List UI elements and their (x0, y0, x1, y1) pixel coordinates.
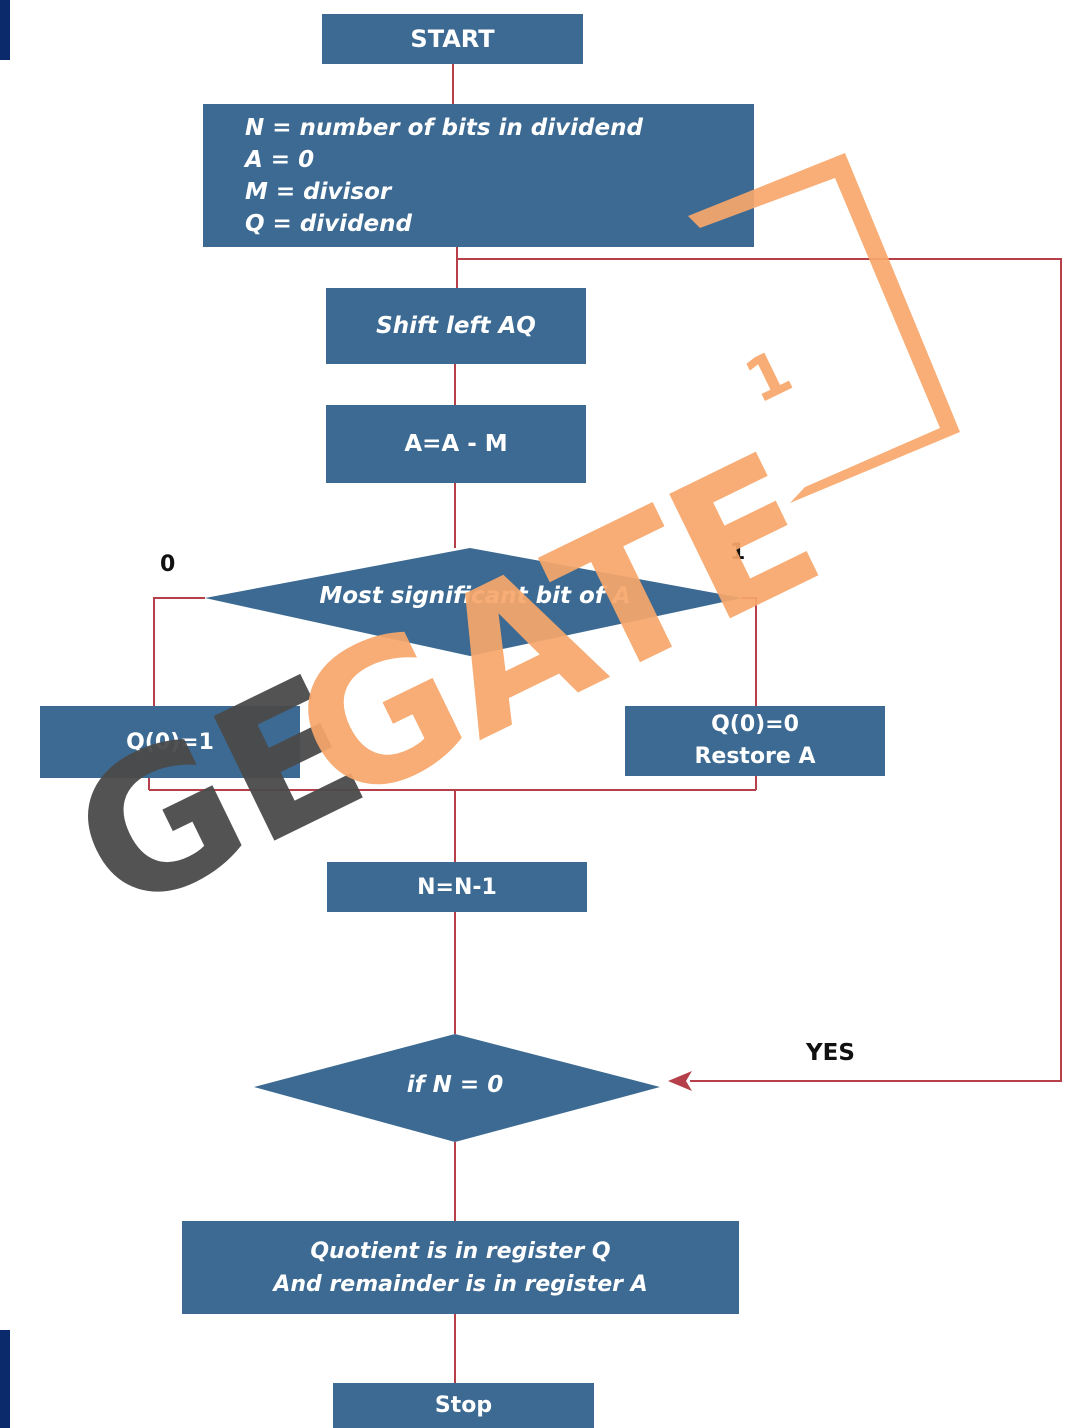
result-remainder-line: And remainder is in register A (273, 1271, 648, 1297)
n-check-diamond (254, 1034, 660, 1142)
connector-zero-branch (153, 597, 205, 706)
loop-arrowhead (668, 1071, 692, 1091)
branch-label-one: 1 (730, 540, 746, 565)
connector-one-branch (742, 597, 757, 706)
msb-decision-diamond (205, 548, 742, 656)
init-node: N = number of bits in dividend A = 0 M =… (203, 104, 754, 247)
n-check-label: if N = 0 (406, 1072, 504, 1098)
shift-node: Shift left AQ (326, 288, 586, 364)
init-line-m: M = divisor (245, 178, 392, 205)
init-line-n: N = number of bits in dividend (245, 114, 643, 141)
left-edge-decoration-bottom (0, 1330, 10, 1428)
branch-label-zero: 0 (160, 552, 176, 577)
set-q0-line: Q(0)=0 (711, 712, 799, 737)
init-line-a: A = 0 (245, 146, 315, 173)
msb-decision-label: Most significant bit of A (319, 583, 631, 609)
start-node: START (322, 14, 583, 64)
set-q0-restore-node: Q(0)=0 Restore A (625, 706, 885, 776)
stop-node: Stop (333, 1383, 594, 1428)
restore-a-line: Restore A (694, 744, 816, 769)
decrement-node: N=N-1 (327, 862, 587, 912)
init-line-q: Q = dividend (245, 210, 412, 237)
result-node: Quotient is in register Q And remainder … (182, 1221, 739, 1314)
result-quotient-line: Quotient is in register Q (310, 1238, 611, 1264)
loop-label-yes: YES (806, 1040, 855, 1066)
subtract-node: A=A - M (326, 405, 586, 483)
set-q1-node: Q(0)=1 (40, 706, 300, 778)
left-edge-decoration (0, 0, 10, 60)
